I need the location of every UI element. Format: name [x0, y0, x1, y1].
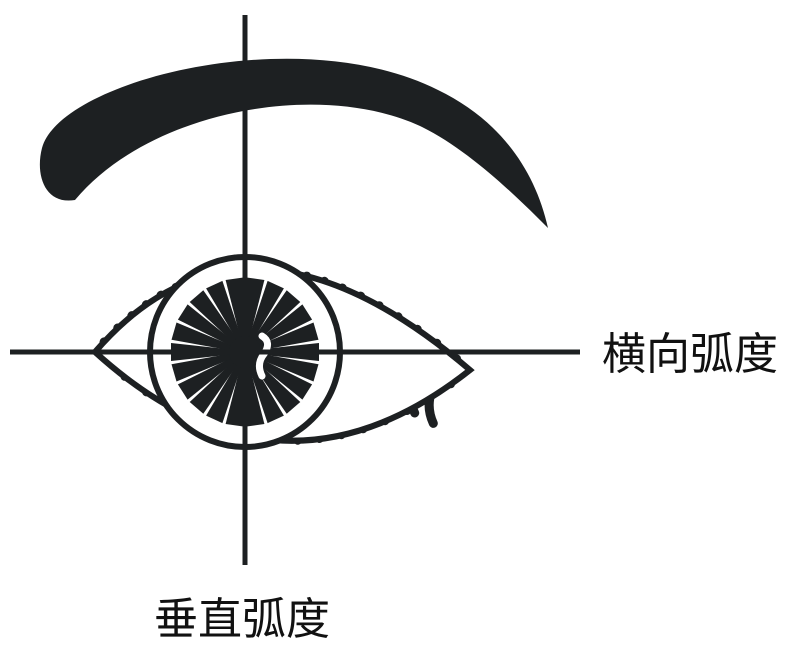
pupil-ray: [248, 280, 284, 341]
pupil-ray: [171, 353, 233, 382]
pupil-starburst-icon: [171, 277, 319, 427]
vertical-curvature-label: 垂直弧度: [154, 594, 330, 645]
pupil-ray: [206, 280, 242, 341]
pupil-ray: [225, 365, 246, 427]
pupil-ray: [177, 357, 235, 400]
pupil-ray: [177, 304, 235, 347]
pupil-ray: [225, 277, 246, 339]
pupil-ray: [206, 363, 242, 424]
pupil-ray: [252, 290, 301, 344]
pupil-ray: [244, 277, 265, 339]
pupil-ray: [189, 360, 238, 414]
eyebrow-icon: [39, 58, 549, 228]
pupil-ray: [257, 322, 319, 351]
pupil-ray: [255, 304, 313, 347]
pupil-ray: [189, 290, 238, 344]
pupil-ray: [171, 322, 233, 351]
horizontal-curvature-label: 横向弧度: [602, 329, 778, 380]
pupil-ray: [255, 357, 313, 400]
pupil-ray: [257, 353, 319, 382]
pupil-ray: [244, 365, 265, 427]
pupil-ray: [248, 363, 284, 424]
